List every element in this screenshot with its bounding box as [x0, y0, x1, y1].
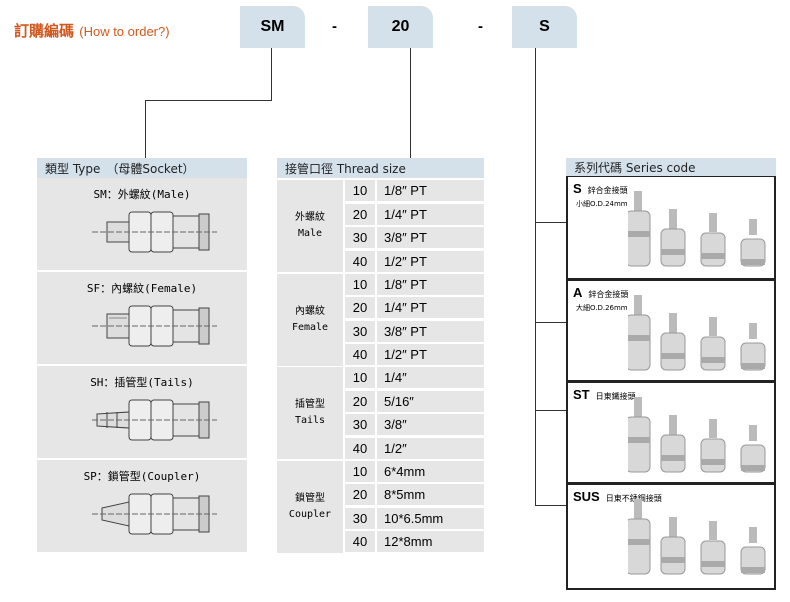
- size-value: 3/8″: [377, 414, 484, 435]
- size-code: 40: [345, 437, 375, 459]
- group-cn: 鎖管型: [295, 492, 325, 504]
- size-value: 3/8″ PT: [377, 227, 484, 248]
- size-code: 10: [345, 460, 375, 482]
- size-code: 10: [345, 273, 375, 295]
- series-code: S: [573, 181, 582, 196]
- size-code: 30: [345, 507, 375, 529]
- code-part-size: 20: [368, 6, 433, 48]
- size-value: 1/8″ PT: [377, 180, 484, 201]
- group-cn: 外螺紋: [295, 212, 325, 223]
- size-value: 3/8″ PT: [377, 320, 484, 342]
- size-value: 6*4mm: [377, 460, 484, 482]
- group-en: Tails: [294, 415, 326, 426]
- thread-panel-header: 接管口徑 Thread size: [277, 158, 484, 178]
- size-code: 40: [345, 344, 375, 365]
- size-value: 1/2″: [377, 437, 484, 459]
- group-en: Male: [297, 228, 323, 239]
- series-option-a: A 鋅合金接頭大細O.D.26mm: [566, 280, 776, 382]
- series-option-sus: SUS 日東不銹鋼接頭: [566, 484, 776, 590]
- size-value: 12*8mm: [377, 531, 484, 552]
- group-cn: 內螺紋: [295, 305, 325, 317]
- group-en: Female: [291, 321, 329, 333]
- series-code: SUS: [573, 489, 600, 504]
- connector-line: [410, 48, 411, 158]
- connector-line: [535, 505, 566, 506]
- code-part-type: SM: [240, 6, 305, 48]
- size-code: 40: [345, 531, 375, 552]
- type-label: SP：鎖管型(Coupler): [83, 470, 201, 483]
- size-code: 20: [345, 203, 375, 225]
- connector-line: [535, 410, 566, 411]
- size-value: 1/8″ PT: [377, 273, 484, 295]
- type-option-sp: SP：鎖管型(Coupler): [37, 460, 247, 554]
- type-option-sh: SH：插管型(Tails): [37, 366, 247, 460]
- series-name: 鋅合金接頭: [587, 186, 628, 195]
- size-code: 40: [345, 250, 375, 272]
- size-code: 10: [345, 180, 375, 201]
- type-label: SM：外螺紋(Male): [93, 188, 191, 201]
- page-title: 訂購編碼 (How to order?): [14, 22, 170, 40]
- series-name: 日東鐵接頭: [595, 392, 636, 401]
- size-value: 10*6.5mm: [377, 507, 484, 529]
- type-option-sm: SM：外螺紋(Male): [37, 178, 247, 272]
- code-part-series: S: [512, 6, 577, 48]
- size-value: 1/2″ PT: [377, 344, 484, 365]
- connector-line: [271, 48, 272, 100]
- size-value: 1/4″ PT: [377, 297, 484, 318]
- series-code: ST: [573, 387, 590, 402]
- thread-group-tails: 插管型 Tails: [277, 367, 343, 459]
- connector-line: [145, 100, 272, 101]
- thread-group-coupler: 鎖管型 Coupler: [277, 460, 343, 553]
- type-option-sf: SF：內螺紋(Female): [37, 272, 247, 366]
- size-code: 30: [345, 320, 375, 342]
- series-panel-header: 系列代碼 Series code: [566, 158, 776, 176]
- connector-line: [535, 222, 566, 223]
- series-sub: 小細O.D.24mm: [576, 200, 628, 208]
- size-value: 8*5mm: [377, 484, 484, 505]
- group-en: Coupler: [288, 508, 332, 520]
- size-code: 30: [345, 227, 375, 248]
- series-name: 鋅合金接頭: [588, 290, 629, 299]
- series-option-s: S 鋅合金接頭小細O.D.24mm: [566, 176, 776, 280]
- size-code: 20: [345, 390, 375, 412]
- thread-group-male: 外螺紋 Male: [277, 180, 343, 272]
- group-cn: 插管型: [295, 399, 325, 410]
- connector-line: [535, 322, 566, 323]
- type-panel-header: 類型 Type （母體Socket）: [37, 158, 247, 178]
- size-code: 20: [345, 297, 375, 318]
- size-code: 20: [345, 484, 375, 505]
- size-code: 10: [345, 367, 375, 388]
- thread-group-female: 內螺紋 Female: [277, 273, 343, 366]
- connector-line: [145, 100, 146, 158]
- code-separator: -: [332, 18, 337, 35]
- size-value: 1/2″ PT: [377, 250, 484, 272]
- series-name: 日東不銹鋼接頭: [605, 494, 662, 503]
- code-separator: -: [478, 18, 483, 35]
- connector-line: [535, 48, 536, 505]
- series-code: A: [573, 285, 583, 300]
- size-value: 1/4″ PT: [377, 203, 484, 225]
- type-label: SH：插管型(Tails): [90, 376, 194, 389]
- type-label: SF：內螺紋(Female): [86, 282, 198, 295]
- series-option-st: ST 日東鐵接頭: [566, 382, 776, 484]
- series-sub: 大細O.D.26mm: [576, 304, 628, 312]
- size-value: 1/4″: [377, 367, 484, 388]
- size-code: 30: [345, 414, 375, 435]
- size-value: 5/16″: [377, 390, 484, 412]
